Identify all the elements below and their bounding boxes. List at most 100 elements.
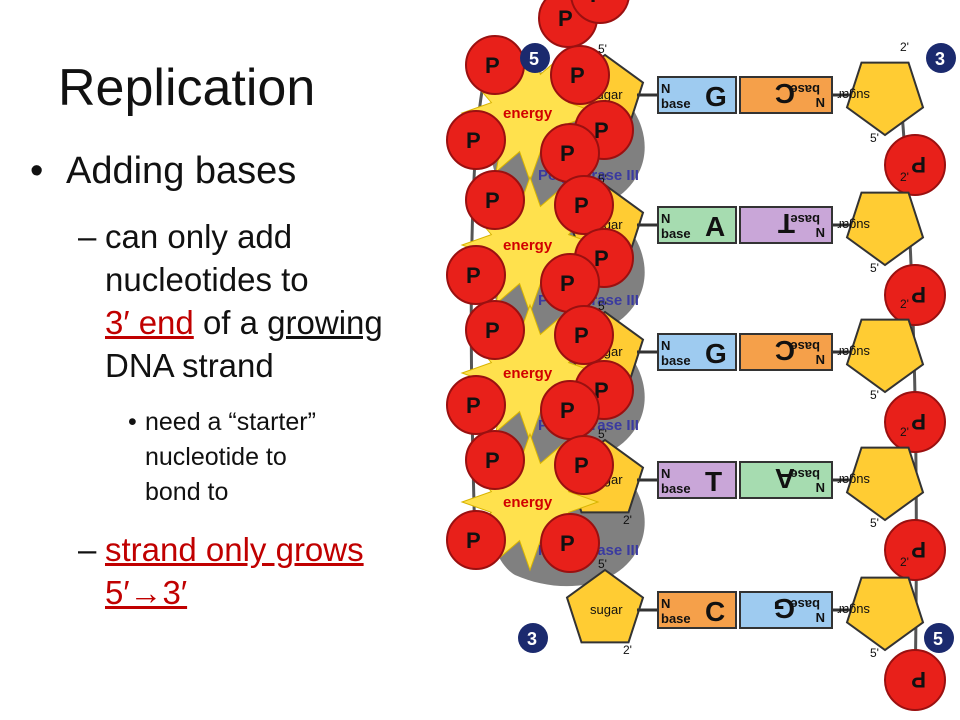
phosphate-letter: P xyxy=(574,453,589,478)
phosphate-letter: P xyxy=(911,537,926,562)
n-label: N xyxy=(816,352,825,367)
n-label: N xyxy=(816,480,825,495)
red-5-to-3: 5′→3′ xyxy=(105,574,188,611)
carbon-number: 2' xyxy=(900,297,909,311)
text-line: DNA strand xyxy=(105,347,274,384)
sugar-label: sugar xyxy=(837,473,870,488)
base-label: base xyxy=(790,597,820,612)
phosphate-letter: P xyxy=(911,152,926,177)
phosphate-letter: P xyxy=(485,53,500,78)
end-badge xyxy=(520,43,550,73)
base-label: base xyxy=(661,611,691,626)
carbon-number: 2' xyxy=(900,425,909,439)
energy-label: energy xyxy=(503,105,553,122)
base-label: base xyxy=(790,212,820,227)
carbon-number: 5' xyxy=(598,172,607,186)
carbon-number: 2' xyxy=(623,643,632,657)
sugar-right xyxy=(845,318,925,394)
base-label: base xyxy=(661,226,691,241)
phosphate-right xyxy=(884,264,946,326)
carbon-number: 5' xyxy=(870,261,879,275)
base-letter-right: C xyxy=(775,78,795,109)
base-letter-right: A xyxy=(775,463,795,494)
phosphate-right xyxy=(884,519,946,581)
bullet-dot: • xyxy=(30,150,44,192)
sugar-right xyxy=(845,576,925,652)
base-letter-left: C xyxy=(705,596,725,627)
base-label: base xyxy=(661,481,691,496)
text-line: need a “starter” xyxy=(145,408,316,436)
phosphate-letter: P xyxy=(466,128,481,153)
dash: – xyxy=(78,218,97,255)
base-right-block xyxy=(739,206,833,244)
bullet-text: Adding bases xyxy=(66,150,297,192)
end-badge xyxy=(924,623,954,653)
base-left-block xyxy=(657,461,737,499)
n-label: N xyxy=(816,95,825,110)
phosphate-right xyxy=(884,134,946,196)
dash: – xyxy=(78,531,97,568)
base-right-block xyxy=(739,333,833,371)
phosphate-letter: P xyxy=(560,141,575,166)
base-right-block xyxy=(739,591,833,629)
sugar-label: sugar xyxy=(590,602,623,617)
carbon-number: 2' xyxy=(900,40,909,54)
carbon-number: 2' xyxy=(900,170,909,184)
base-letter-right: G xyxy=(773,593,795,624)
sugar-right xyxy=(845,446,925,522)
sugar-right xyxy=(845,61,925,137)
n-label: N xyxy=(661,596,670,611)
phosphate-letter: P xyxy=(560,398,575,423)
phosphate-left xyxy=(465,170,525,230)
sugar-label: sugar xyxy=(837,88,870,103)
sugar-label: sugar xyxy=(837,603,870,618)
phosphate-letter: P xyxy=(594,246,609,271)
sugar-left xyxy=(565,568,645,644)
carbon-number: 5' xyxy=(870,388,879,402)
phosphate-letter: P xyxy=(911,409,926,434)
base-letter-right: C xyxy=(775,335,795,366)
carbon-number: 5' xyxy=(598,42,607,56)
text-line: can only add xyxy=(105,218,293,255)
phosphate-left xyxy=(570,0,630,24)
phosphate-letter: P xyxy=(911,282,926,307)
base-left-block xyxy=(657,591,737,629)
carbon-number: 5' xyxy=(598,557,607,571)
energy-label: energy xyxy=(503,237,553,254)
sugar-label: sugar xyxy=(837,218,870,233)
phosphate-letter: P xyxy=(594,118,609,143)
phosphate-left xyxy=(446,375,506,435)
phosphate-left xyxy=(446,110,506,170)
phosphate-left xyxy=(465,300,525,360)
phosphate-letter: P xyxy=(570,63,585,88)
n-label: N xyxy=(661,466,670,481)
n-label: N xyxy=(661,211,670,226)
phosphate-letter: P xyxy=(590,0,605,7)
sugar-label: sugar xyxy=(837,345,870,360)
base-label: base xyxy=(790,467,820,482)
carbon-number: 2' xyxy=(900,555,909,569)
end-badge-label: 5 xyxy=(529,49,539,69)
energy-label: energy xyxy=(503,494,553,511)
carbon-number: 5' xyxy=(870,131,879,145)
n-label: N xyxy=(816,225,825,240)
phosphate-letter: P xyxy=(911,667,926,692)
text-line: nucleotide to xyxy=(145,443,287,471)
base-left-block xyxy=(657,76,737,114)
base-label: base xyxy=(661,96,691,111)
bullet-dot: • xyxy=(128,408,137,436)
phosphate-letter: P xyxy=(466,263,481,288)
red-strand-only-grows: strand only grows xyxy=(105,531,364,568)
phosphate-letter: P xyxy=(560,271,575,296)
base-label: base xyxy=(790,339,820,354)
base-left-block xyxy=(657,333,737,371)
phosphate-left xyxy=(540,513,600,573)
phosphate-letter: P xyxy=(574,193,589,218)
carbon-number: 5' xyxy=(870,646,879,660)
phosphate-letter: P xyxy=(466,528,481,553)
end-badge xyxy=(518,623,548,653)
phosphate-letter: P xyxy=(485,318,500,343)
growing-word: growing xyxy=(267,304,383,341)
end-badge-label: 5 xyxy=(933,629,943,649)
